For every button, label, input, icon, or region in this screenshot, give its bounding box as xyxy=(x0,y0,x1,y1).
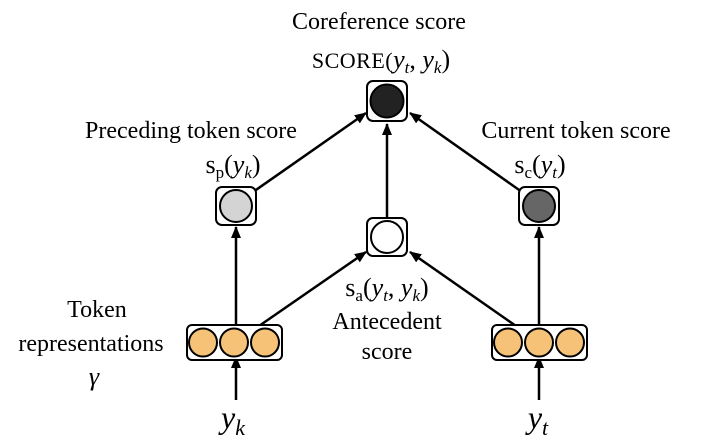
token-repr-label-line2: representations xyxy=(18,331,163,357)
antecedent-label-line1: Antecedent xyxy=(332,309,442,335)
coreference-formula: SCORE(yt, yk) xyxy=(312,45,450,77)
left-token-representation xyxy=(186,324,283,361)
current-node xyxy=(518,186,560,226)
preceding-formula: sp(yk) xyxy=(205,150,260,182)
current-title: Current token score xyxy=(481,118,670,144)
current-formula: sc(yt) xyxy=(514,150,565,182)
right-token-representation xyxy=(491,324,588,361)
edge-preceding-to-coreference xyxy=(252,111,367,194)
edge-right-repr-to-antecedent xyxy=(409,250,517,328)
token-repr-symbol: γ xyxy=(89,362,100,391)
input-left-label: yk xyxy=(218,399,246,440)
antecedent-label-line2: score xyxy=(362,339,413,365)
edge-left-repr-to-antecedent xyxy=(258,250,367,328)
edge-current-to-coreference xyxy=(409,111,523,194)
preceding-node xyxy=(215,186,257,226)
antecedent-formula: sa(yt, yk) xyxy=(345,273,428,305)
antecedent-node xyxy=(366,217,408,257)
preceding-title: Preceding token score xyxy=(85,118,297,144)
coreference-node xyxy=(366,80,408,122)
token-repr-label-line1: Token xyxy=(67,297,127,323)
input-right-label: yt xyxy=(525,399,549,440)
coreference-title: Coreference score xyxy=(292,9,466,35)
